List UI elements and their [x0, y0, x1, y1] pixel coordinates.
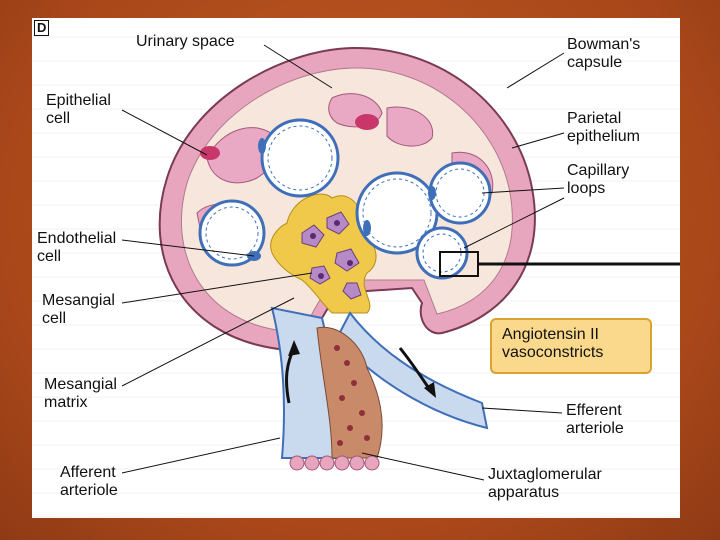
label-efferent-arteriole: Efferent arteriole: [566, 402, 624, 437]
label-bowmans-capsule: Bowman's capsule: [567, 36, 641, 71]
mesangial-nuclei: [310, 220, 353, 279]
label-urinary-space: Urinary space: [136, 33, 235, 50]
label-afferent-arteriole: Afferent arteriole: [60, 464, 118, 499]
label-angiotensin: Angiotensin II vasoconstricts: [502, 326, 604, 361]
label-parietal-epithelium: Parietal epithelium: [567, 110, 640, 145]
label-epithelial-cell: Epithelial cell: [46, 92, 111, 127]
jga-nuclei: [334, 345, 370, 446]
label-endothelial-cell: Endothelial cell: [37, 230, 117, 265]
capillary-loops: [198, 118, 492, 280]
label-capillary-loops: Capillary loops: [567, 162, 630, 197]
angiotensin-callout: Angiotensin II vasoconstricts: [490, 318, 652, 374]
label-mesangial-cell: Mesangial cell: [42, 292, 115, 327]
endothelial-nuclei: [247, 138, 436, 261]
label-juxtaglomerular-apparatus: Juxtaglomerular apparatus: [488, 466, 602, 501]
panel-letter: D: [34, 20, 50, 36]
efferent-arrowhead: [424, 382, 436, 398]
epithelial-nucleus: [355, 114, 379, 130]
mesangial-cells: [301, 211, 362, 300]
tubule-cells: [289, 455, 380, 471]
glomerulus-diagram: [121, 44, 680, 481]
juxtaglomerular-cells: [316, 326, 383, 459]
diagram-slide: D Urinary space Bowman's capsule Epithel…: [32, 18, 680, 518]
label-mesangial-matrix: Mesangial matrix: [44, 376, 117, 411]
leader-lines: [121, 44, 565, 481]
epithelial-nucleus: [200, 146, 220, 160]
afferent-arrowhead: [288, 340, 300, 356]
